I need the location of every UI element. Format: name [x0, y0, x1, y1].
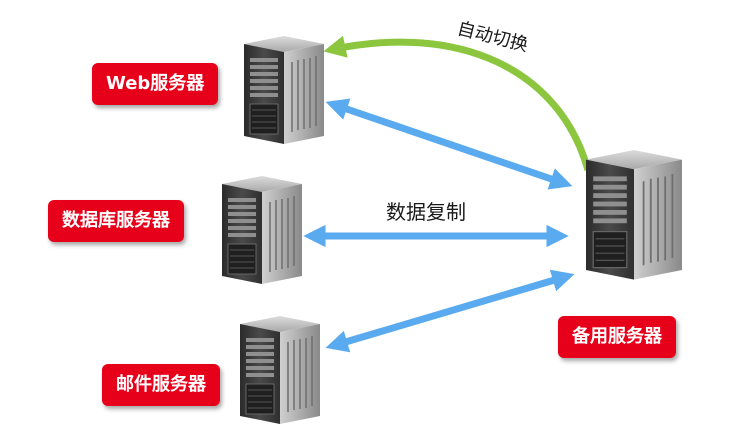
backup-server-icon [585, 149, 683, 281]
mail-server-label: 邮件服务器 [102, 364, 220, 406]
replication-arrow-mail [325, 269, 575, 353]
backup-server-label: 备用服务器 [558, 316, 676, 358]
failover-arrow [323, 35, 592, 171]
web-server-label: Web服务器 [92, 63, 219, 105]
mail-server-icon [239, 315, 321, 425]
replication-label: 数据复制 [386, 200, 466, 224]
replication-arrow-web [325, 98, 573, 190]
db-server-label: 数据库服务器 [48, 200, 184, 242]
db-server-icon [221, 175, 303, 285]
web-server-icon [243, 35, 325, 145]
